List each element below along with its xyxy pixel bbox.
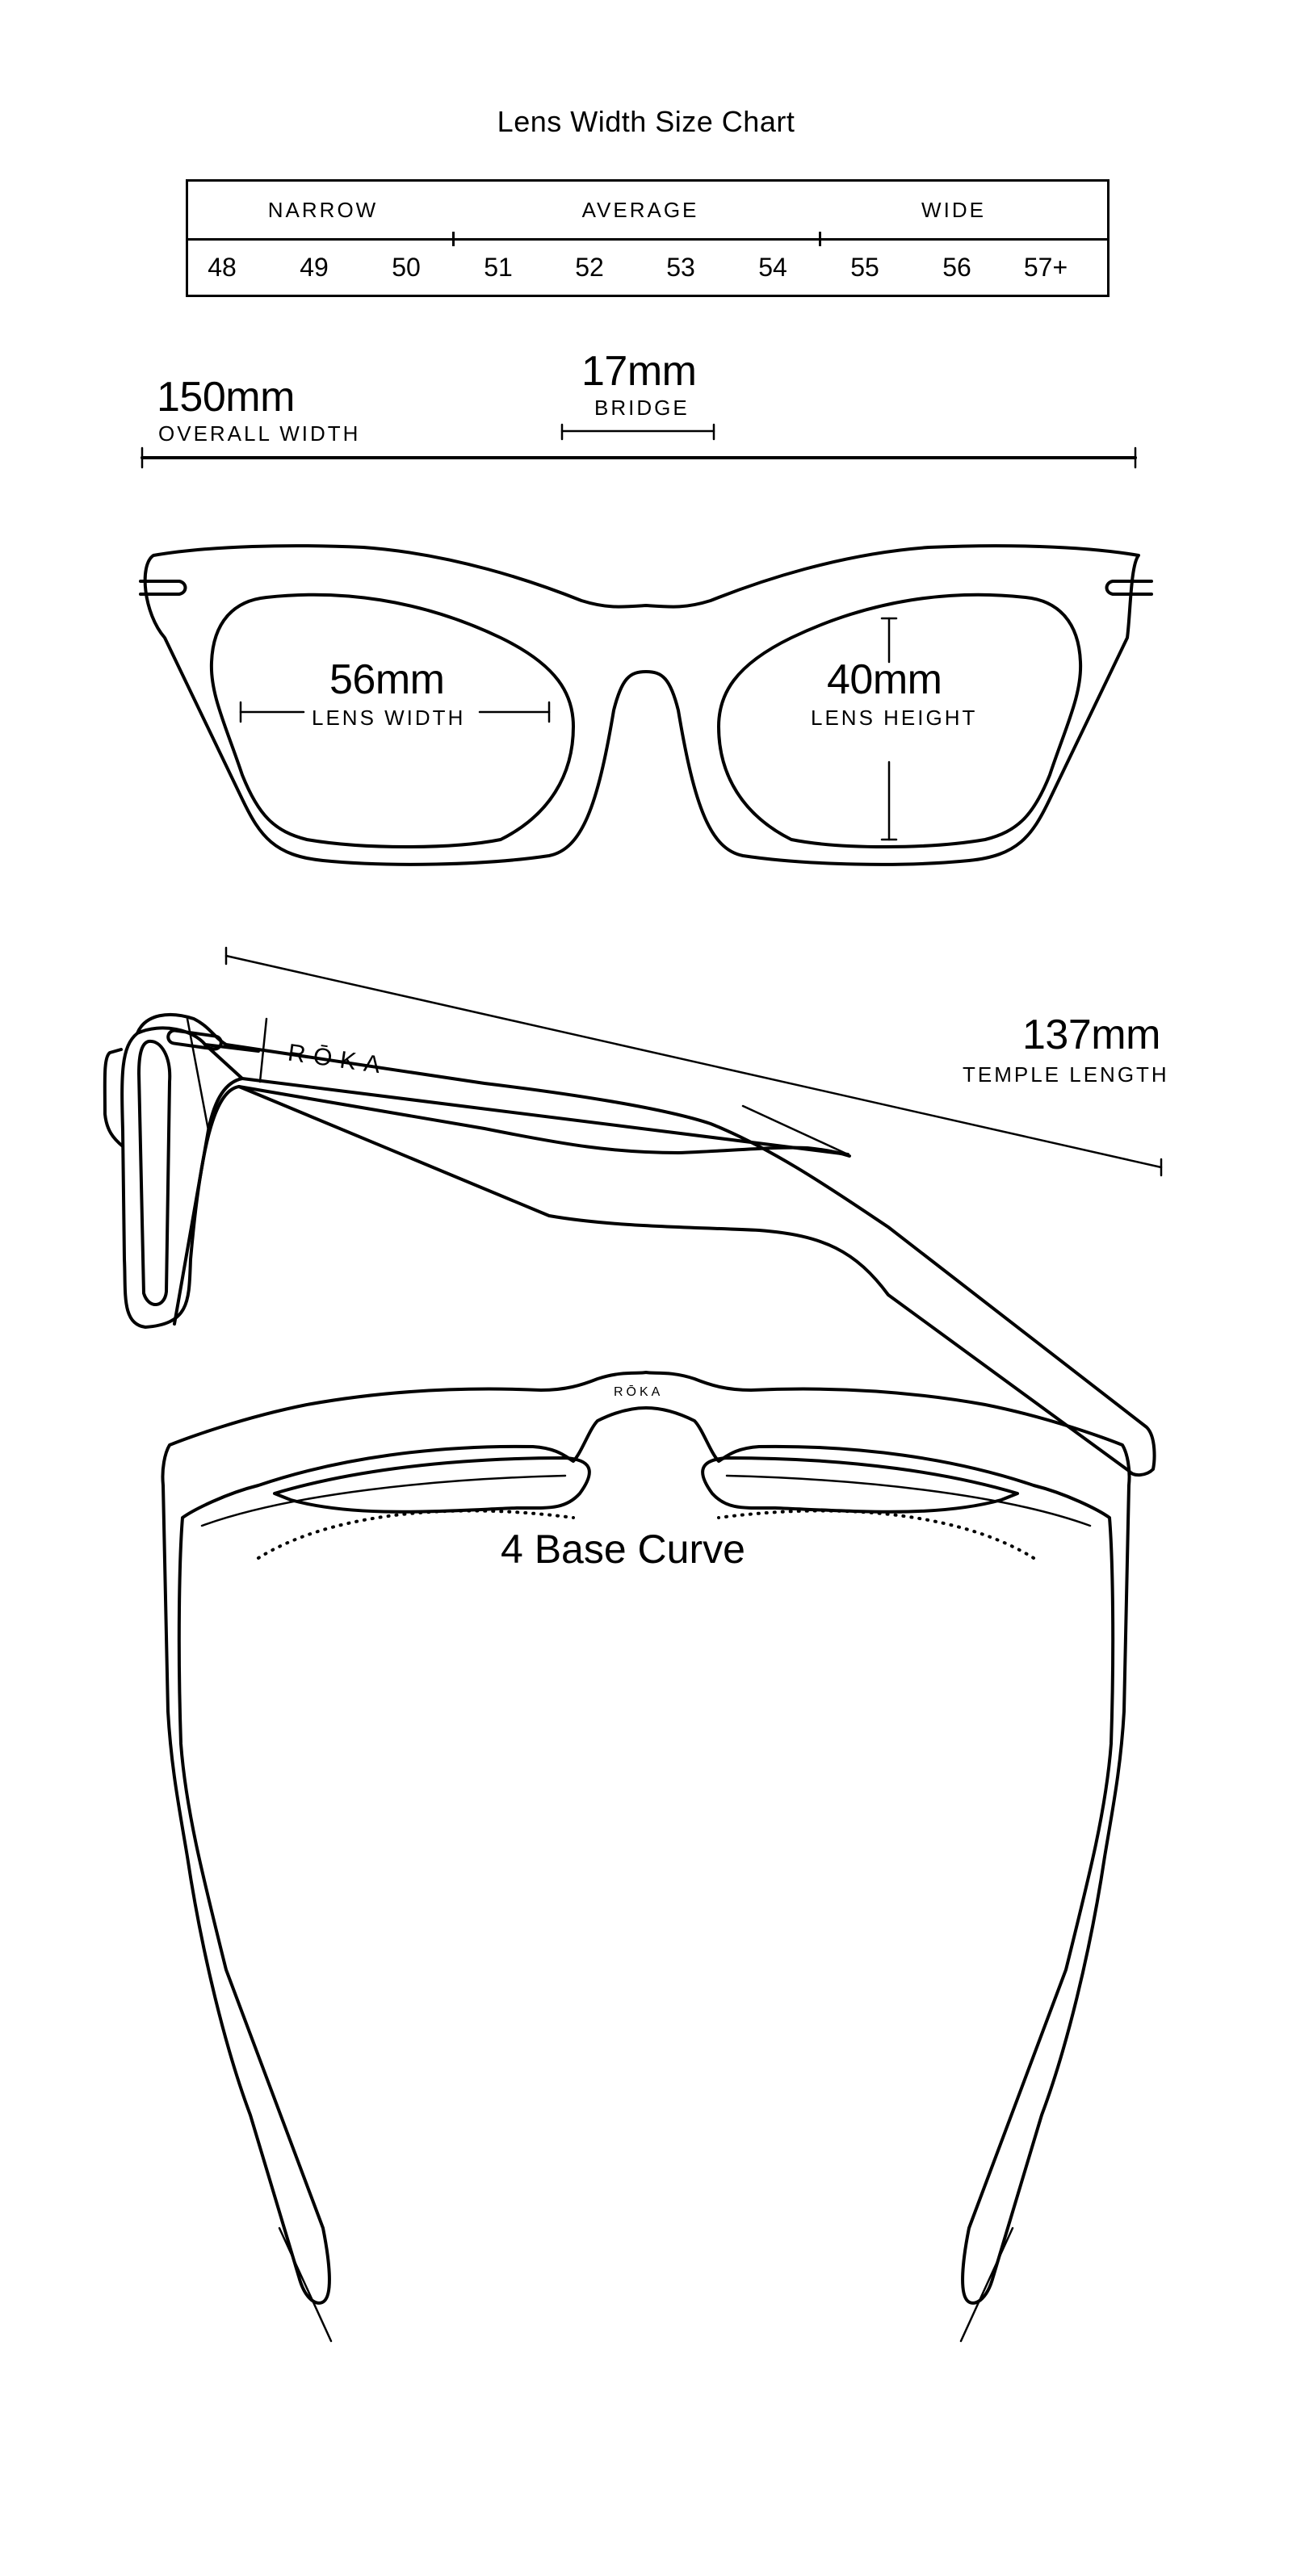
lens-width-value: 56mm (329, 656, 445, 703)
group-wide: WIDE (921, 198, 986, 222)
bridge-value: 17mm (581, 348, 697, 395)
size-cell: 48 (208, 253, 237, 282)
size-cell: 49 (300, 253, 329, 282)
size-chart-header: NARROW AVERAGE WIDE (188, 182, 1107, 241)
overall-width-dimension-line (141, 446, 1137, 469)
size-cell: 53 (666, 253, 695, 282)
lens-width-label: LENS WIDTH (312, 706, 466, 730)
size-cell: 52 (575, 253, 604, 282)
lens-height-label: LENS HEIGHT (811, 706, 978, 730)
divider-average-wide (819, 232, 821, 246)
size-cell: 54 (758, 253, 787, 282)
lens-height-dimension-line (880, 617, 898, 841)
group-narrow: NARROW (267, 198, 379, 222)
size-cell: 57+ (1023, 253, 1068, 282)
group-average: AVERAGE (581, 198, 699, 222)
overall-width-value: 150mm (157, 374, 295, 421)
top-view-frame (161, 1371, 1131, 2343)
lens-height-value: 40mm (827, 656, 942, 703)
lens-width-dimension-line (239, 701, 551, 723)
overall-width-label: OVERALL WIDTH (158, 421, 361, 446)
size-cell: 50 (392, 253, 421, 282)
size-chart-table: NARROW AVERAGE WIDE 48 49 50 51 52 53 54… (186, 179, 1110, 297)
divider-narrow-average (452, 232, 455, 246)
side-view-frame (103, 1012, 1156, 1476)
bridge-dimension-line (560, 423, 715, 441)
temple-length-label: TEMPLE LENGTH (963, 1062, 1169, 1087)
size-cell: 55 (850, 253, 879, 282)
top-brand-logo: RŌKA (614, 1385, 664, 1399)
temple-length-value: 137mm (1022, 1012, 1160, 1058)
base-curve-label: 4 Base Curve (501, 1527, 745, 1572)
front-view-frame (139, 544, 1153, 866)
temple-length-dimension-line (224, 946, 1163, 1177)
size-cell: 56 (942, 253, 971, 282)
size-chart-title: Lens Width Size Chart (497, 105, 795, 138)
bridge-label: BRIDGE (594, 396, 690, 420)
size-cell: 51 (484, 253, 513, 282)
